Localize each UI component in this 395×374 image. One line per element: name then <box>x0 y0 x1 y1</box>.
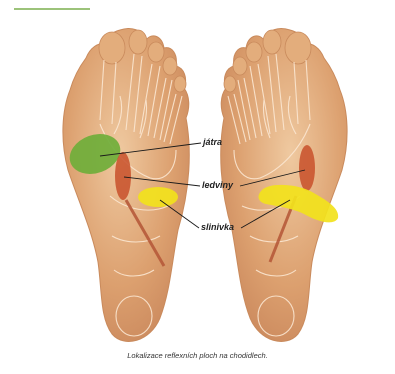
left-toe-big <box>99 32 125 64</box>
figure-caption: Lokalizace reflexních ploch na chodidlec… <box>0 351 395 360</box>
right-foot-sole <box>221 28 347 341</box>
left-toe-2 <box>129 30 147 54</box>
left-toe-5 <box>174 76 186 92</box>
right-toe-big <box>285 32 311 64</box>
right-kidney-zone <box>299 145 315 191</box>
label-kidneys: ledviny <box>202 180 233 190</box>
left-toe-3 <box>148 42 164 62</box>
right-toe-2 <box>263 30 281 54</box>
left-toe-4 <box>163 57 177 75</box>
label-pancreas: slinivka <box>201 222 234 232</box>
left-foot <box>63 28 189 341</box>
right-toe-3 <box>246 42 262 62</box>
right-foot <box>221 28 347 341</box>
left-pancreas-zone <box>138 187 178 207</box>
right-toe-5 <box>224 76 236 92</box>
right-toe-4 <box>233 57 247 75</box>
left-kidney-zone <box>115 152 131 200</box>
label-liver: játra <box>203 137 222 147</box>
